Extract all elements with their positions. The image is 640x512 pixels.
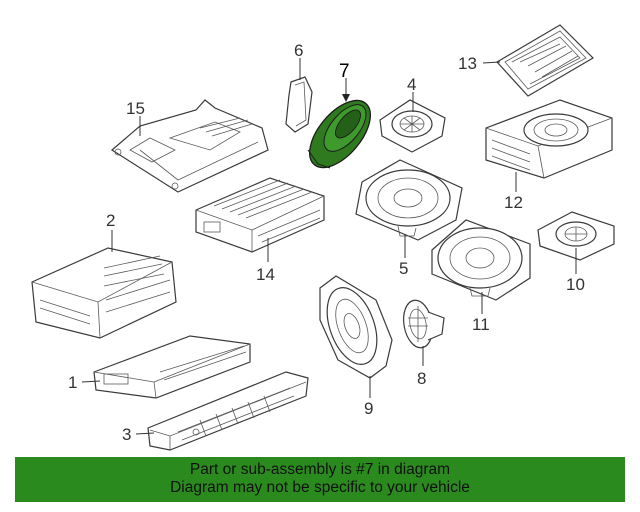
part-4-tweeter[interactable] bbox=[379, 99, 446, 153]
callout-8[interactable]: 8 bbox=[417, 369, 426, 388]
part-10-tweeter[interactable] bbox=[537, 211, 615, 261]
callout-2[interactable]: 2 bbox=[106, 211, 115, 230]
part-1-control-panel[interactable] bbox=[93, 335, 251, 399]
part-15-mounting-bracket[interactable] bbox=[110, 99, 269, 193]
callout-5[interactable]: 5 bbox=[399, 259, 408, 278]
callout-numbers: 6 7 4 13 15 12 14 2 5 10 11 8 9 1 3 bbox=[68, 41, 585, 444]
leader-lines bbox=[81, 58, 577, 435]
callout-10[interactable]: 10 bbox=[566, 275, 585, 294]
callout-13[interactable]: 13 bbox=[458, 54, 477, 73]
callout-15[interactable]: 15 bbox=[126, 99, 145, 118]
callout-1[interactable]: 1 bbox=[68, 373, 77, 392]
part-8-small-speaker[interactable] bbox=[400, 298, 445, 350]
callout-14[interactable]: 14 bbox=[256, 265, 275, 284]
callout-9[interactable]: 9 bbox=[364, 399, 373, 418]
callout-12[interactable]: 12 bbox=[504, 193, 523, 212]
part-13-speaker-grille[interactable] bbox=[496, 24, 594, 97]
banner-line-1: Part or sub-assembly is #7 in diagram bbox=[189, 461, 451, 478]
part-2-head-unit[interactable] bbox=[31, 247, 177, 339]
part-14-amplifier[interactable] bbox=[195, 177, 325, 253]
callout-4[interactable]: 4 bbox=[407, 75, 416, 94]
callout-7[interactable]: 7 bbox=[339, 61, 350, 82]
part-5-door-speaker[interactable] bbox=[355, 159, 463, 241]
part-12-subwoofer[interactable] bbox=[485, 99, 613, 179]
part-6-bracket[interactable] bbox=[285, 76, 313, 133]
part-3-switch-panel[interactable] bbox=[147, 371, 309, 451]
banner-line-2: Diagram may not be specific to your vehi… bbox=[170, 479, 470, 496]
part-11-speaker[interactable] bbox=[431, 219, 531, 301]
callout-6[interactable]: 6 bbox=[294, 41, 303, 60]
part-7-speaker[interactable] bbox=[298, 90, 382, 178]
callout-3[interactable]: 3 bbox=[122, 425, 131, 444]
part-9-large-speaker[interactable] bbox=[318, 275, 393, 379]
callout-11[interactable]: 11 bbox=[472, 315, 490, 334]
notice-banner: Part or sub-assembly is #7 in diagram Di… bbox=[15, 457, 625, 502]
